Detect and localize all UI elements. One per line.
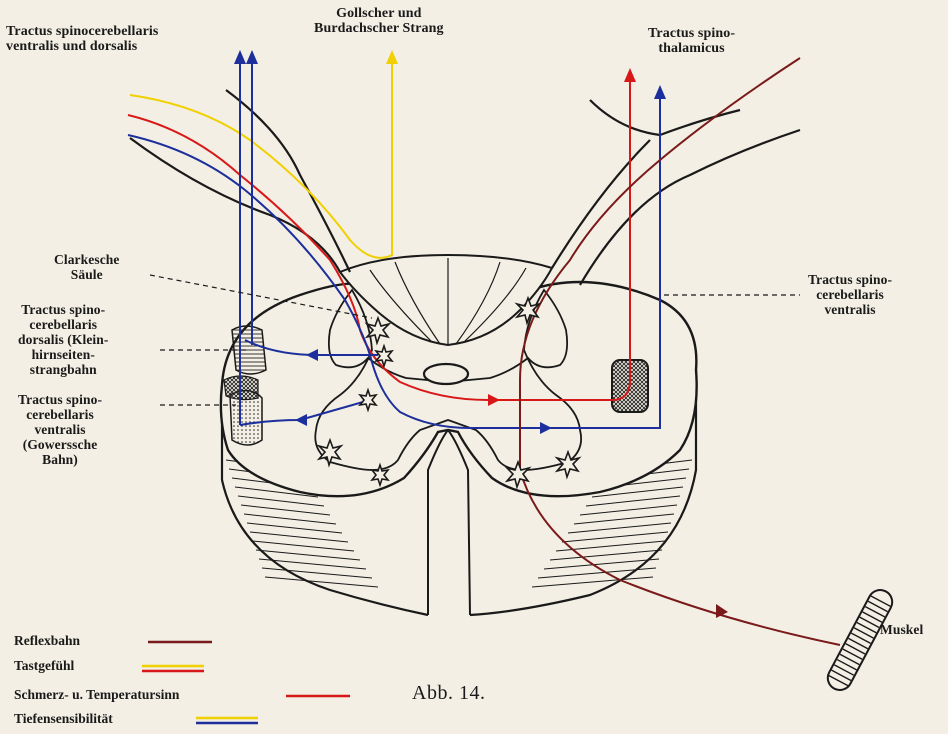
hatch-line [250, 532, 348, 542]
hatch-line [262, 568, 372, 578]
tract-touch-path [130, 60, 392, 258]
hatch-line [241, 505, 330, 515]
hatch-line [244, 514, 336, 524]
hatch-line [538, 568, 656, 578]
hatch-line [259, 559, 366, 569]
hatch-line [574, 514, 674, 524]
dorsal-spinocerebellar-area [232, 326, 266, 374]
hatch-line [544, 559, 659, 569]
label-spinocerebellaris-top: Tractus spinocerebellaris ventralis und … [6, 24, 158, 54]
label-goll-burdach: Gollscher und Burdachscher Strang [314, 6, 444, 36]
legend-reflexbahn: Reflexbahn [14, 633, 80, 649]
hatch-line [265, 577, 378, 587]
hatch-line [580, 505, 677, 515]
hatch-line [550, 550, 662, 560]
hatch-line [247, 523, 342, 533]
label-spinocerebellaris-dorsalis: Tractus spino- cerebellaris dorsalis (Kl… [18, 302, 108, 377]
central-canal [424, 364, 468, 384]
hatch-line [586, 496, 680, 506]
muscle-icon [824, 586, 897, 694]
hatch-line [253, 541, 354, 551]
label-spinocerebellaris-ventralis-left: Tractus spino- cerebellaris ventralis (G… [18, 392, 102, 467]
hatch-line [238, 496, 324, 506]
legend-schmerz: Schmerz- u. Temperatursinn [14, 687, 179, 703]
figure-caption: Abb. 14. [412, 682, 485, 705]
label-spinothalamicus: Tractus spino- thalamicus [648, 26, 735, 56]
legend-tiefensensibilitaet: Tiefensensibilität [14, 711, 113, 727]
hatch-line [568, 523, 671, 533]
label-spinocerebellaris-ventralis-right: Tractus spino- cerebellaris ventralis [808, 272, 892, 317]
hatch-line [562, 532, 668, 542]
label-muskel: Muskel [880, 622, 923, 637]
label-clarke: Clarkesche Säule [54, 252, 120, 282]
legend-swatches [142, 642, 350, 723]
legend-tastgefuehl: Tastgefühl [14, 658, 74, 674]
